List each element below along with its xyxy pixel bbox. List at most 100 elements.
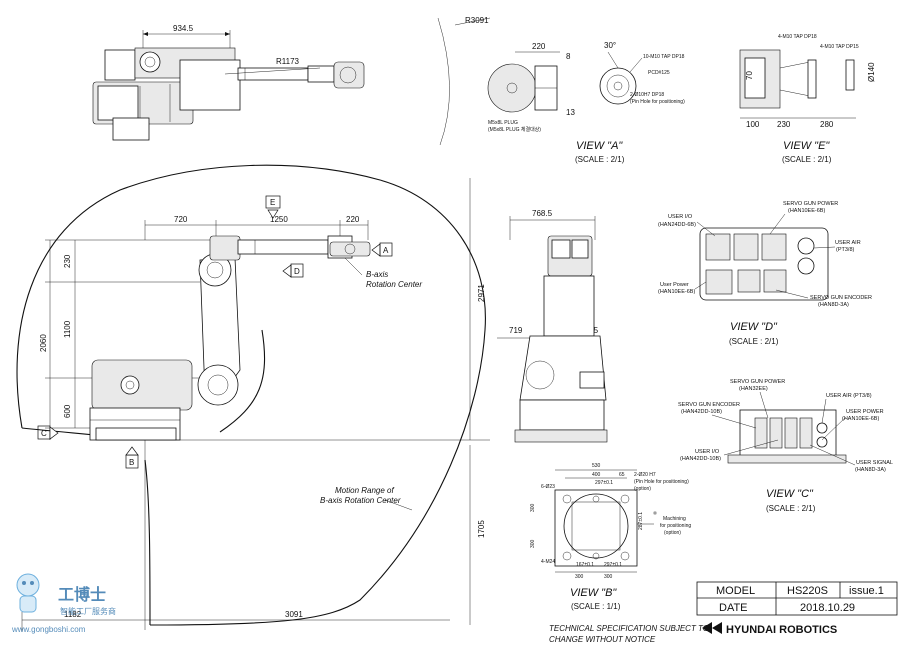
brand-name: HYUNDAI ROBOTICS [726,624,837,636]
svg-text:(Pin Hole for positioning): (Pin Hole for positioning) [630,99,685,105]
svg-text:(option): (option) [634,486,651,492]
svg-text:287±0.1: 287±0.1 [638,512,644,530]
dim-3091: 3091 [285,610,303,619]
view-d-user-io [705,233,731,261]
view-d-user-air-2 [797,257,815,275]
view-c-scale: (SCALE : 2/1) [766,504,816,513]
mascot-icon [16,573,40,613]
notice-line-1: TECHNICAL SPECIFICATION SUBJECT TO [549,624,709,633]
svg-text:400: 400 [592,472,601,478]
svg-text:(HAN42DD-10B): (HAN42DD-10B) [681,409,722,415]
view-e-title: VIEW "E" [783,140,830,152]
svg-text:PCD#125: PCD#125 [648,70,670,76]
svg-text:SERVO GUN POWER: SERVO GUN POWER [730,379,785,385]
svg-text:300: 300 [530,503,536,512]
view-a-motor [487,63,537,113]
top-view: 934.5 R1173 R3091 [92,16,491,146]
svg-text:(HAN42DD-10B): (HAN42DD-10B) [680,456,721,462]
side-motor [91,359,193,411]
issue-value: issue.1 [849,585,884,597]
dim-2971: 2971 [477,284,486,302]
dim-720: 720 [174,215,188,224]
dim-768-5: 768.5 [532,209,553,218]
baxis-sublabel: Rotation Center [366,280,422,289]
svg-text:E: E [270,198,275,207]
svg-text:65: 65 [619,472,625,478]
svg-text:B: B [129,458,134,467]
view-b-title: VIEW "B" [570,587,617,599]
dim-1705: 1705 [477,520,486,538]
svg-text:4-M24: 4-M24 [541,559,555,565]
view-d-servo-power [733,233,759,261]
title-block: MODEL HS220S issue.1 DATE 2018.10.29 HYU… [696,581,898,636]
dim-1182: 1182 [64,610,82,619]
svg-text:Ø140: Ø140 [867,62,876,82]
svg-text:2-Ø10H7 DP18: 2-Ø10H7 DP18 [630,92,664,98]
svg-text:(HAN10EE-6B): (HAN10EE-6B) [658,289,695,295]
svg-text:(M5x8L PLUG 체결대상): (M5x8L PLUG 체결대상) [488,126,541,133]
front-base [519,399,605,431]
view-d-user-power [705,269,733,295]
motion-range-inner [144,459,151,626]
dim-934-5: 934.5 [173,24,194,33]
view-c-connector-1 [754,417,768,449]
dim-2060: 2060 [39,334,48,352]
svg-text:USER I/O: USER I/O [668,214,693,220]
svg-text:300: 300 [604,574,613,580]
model-label: MODEL [716,585,755,597]
svg-text:280: 280 [820,120,834,129]
model-value: HS220S [787,585,828,597]
svg-text:(HAN24DD-6B): (HAN24DD-6B) [658,222,696,228]
motion-range-label: Motion Range of [335,486,394,495]
svg-text:SERVO GUN ENCODER: SERVO GUN ENCODER [810,295,872,301]
dim-719: 719 [509,326,523,335]
hyundai-logo-icon [702,622,722,634]
svg-text:(HAN10EE-6B): (HAN10EE-6B) [842,416,879,422]
motion-range-sublabel: B-axis Rotation Center [320,496,401,505]
view-a-title: VIEW "A" [576,140,623,152]
svg-text:100: 100 [746,120,760,129]
arc-r3091 [437,17,450,146]
svg-text:4-M10 TAP DP15: 4-M10 TAP DP15 [820,44,859,50]
view-c-title: VIEW "C" [766,488,814,500]
view-marker-d [290,263,304,278]
view-d: USER I/O (HAN24DD-6B) SERVO GUN POWER (H… [658,201,872,346]
svg-text:4-M10 TAP DP18: 4-M10 TAP DP18 [778,34,817,40]
base-block [112,117,150,141]
view-a: 220 8 13 M5x8L PLUG (M5x8L PLUG 체결대상) 30… [487,41,685,164]
svg-text:230: 230 [777,120,791,129]
shoulder-joint [197,364,239,406]
view-b-scale: (SCALE : 1/1) [571,602,621,611]
svg-text:70: 70 [745,71,754,80]
view-e-scale: (SCALE : 2/1) [782,155,832,164]
svg-text:Machining: Machining [663,516,686,522]
svg-text:C: C [41,429,47,438]
svg-text:530: 530 [592,463,601,469]
motion-range-inner-loop [219,329,265,433]
svg-text:for positioning: for positioning [660,523,691,529]
view-b: 530 400 65 297±0.1 2-Ø20 H7 (Pin Hole fo… [530,463,691,611]
forearm [237,67,309,81]
svg-text:(option): (option) [664,530,681,536]
view-a-scale: (SCALE : 2/1) [575,155,625,164]
wrist-head [333,61,365,89]
dim-1100: 1100 [63,320,72,338]
view-d-user-air-1 [797,237,815,255]
front-arm [543,275,595,337]
side-forearm [237,239,329,255]
view-c: SERVO GUN POWER (HAN32EE) USER AIR (PT3/… [678,379,893,513]
dim-220: 220 [346,215,360,224]
dim-r1173: R1173 [276,57,300,66]
svg-text:A: A [383,246,389,255]
dim-230: 230 [63,254,72,268]
svg-text:30°: 30° [604,41,616,50]
svg-text:SERVO GUN ENCODER: SERVO GUN ENCODER [678,402,740,408]
svg-text:297±0.1: 297±0.1 [604,562,622,568]
svg-text:13: 13 [566,108,575,117]
svg-text:User Power: User Power [660,282,689,288]
view-marker-a [379,242,393,257]
svg-text:USER AIR: USER AIR [835,240,861,246]
dim-220-a: 220 [532,42,546,51]
view-d-servo-encoder [737,269,761,293]
